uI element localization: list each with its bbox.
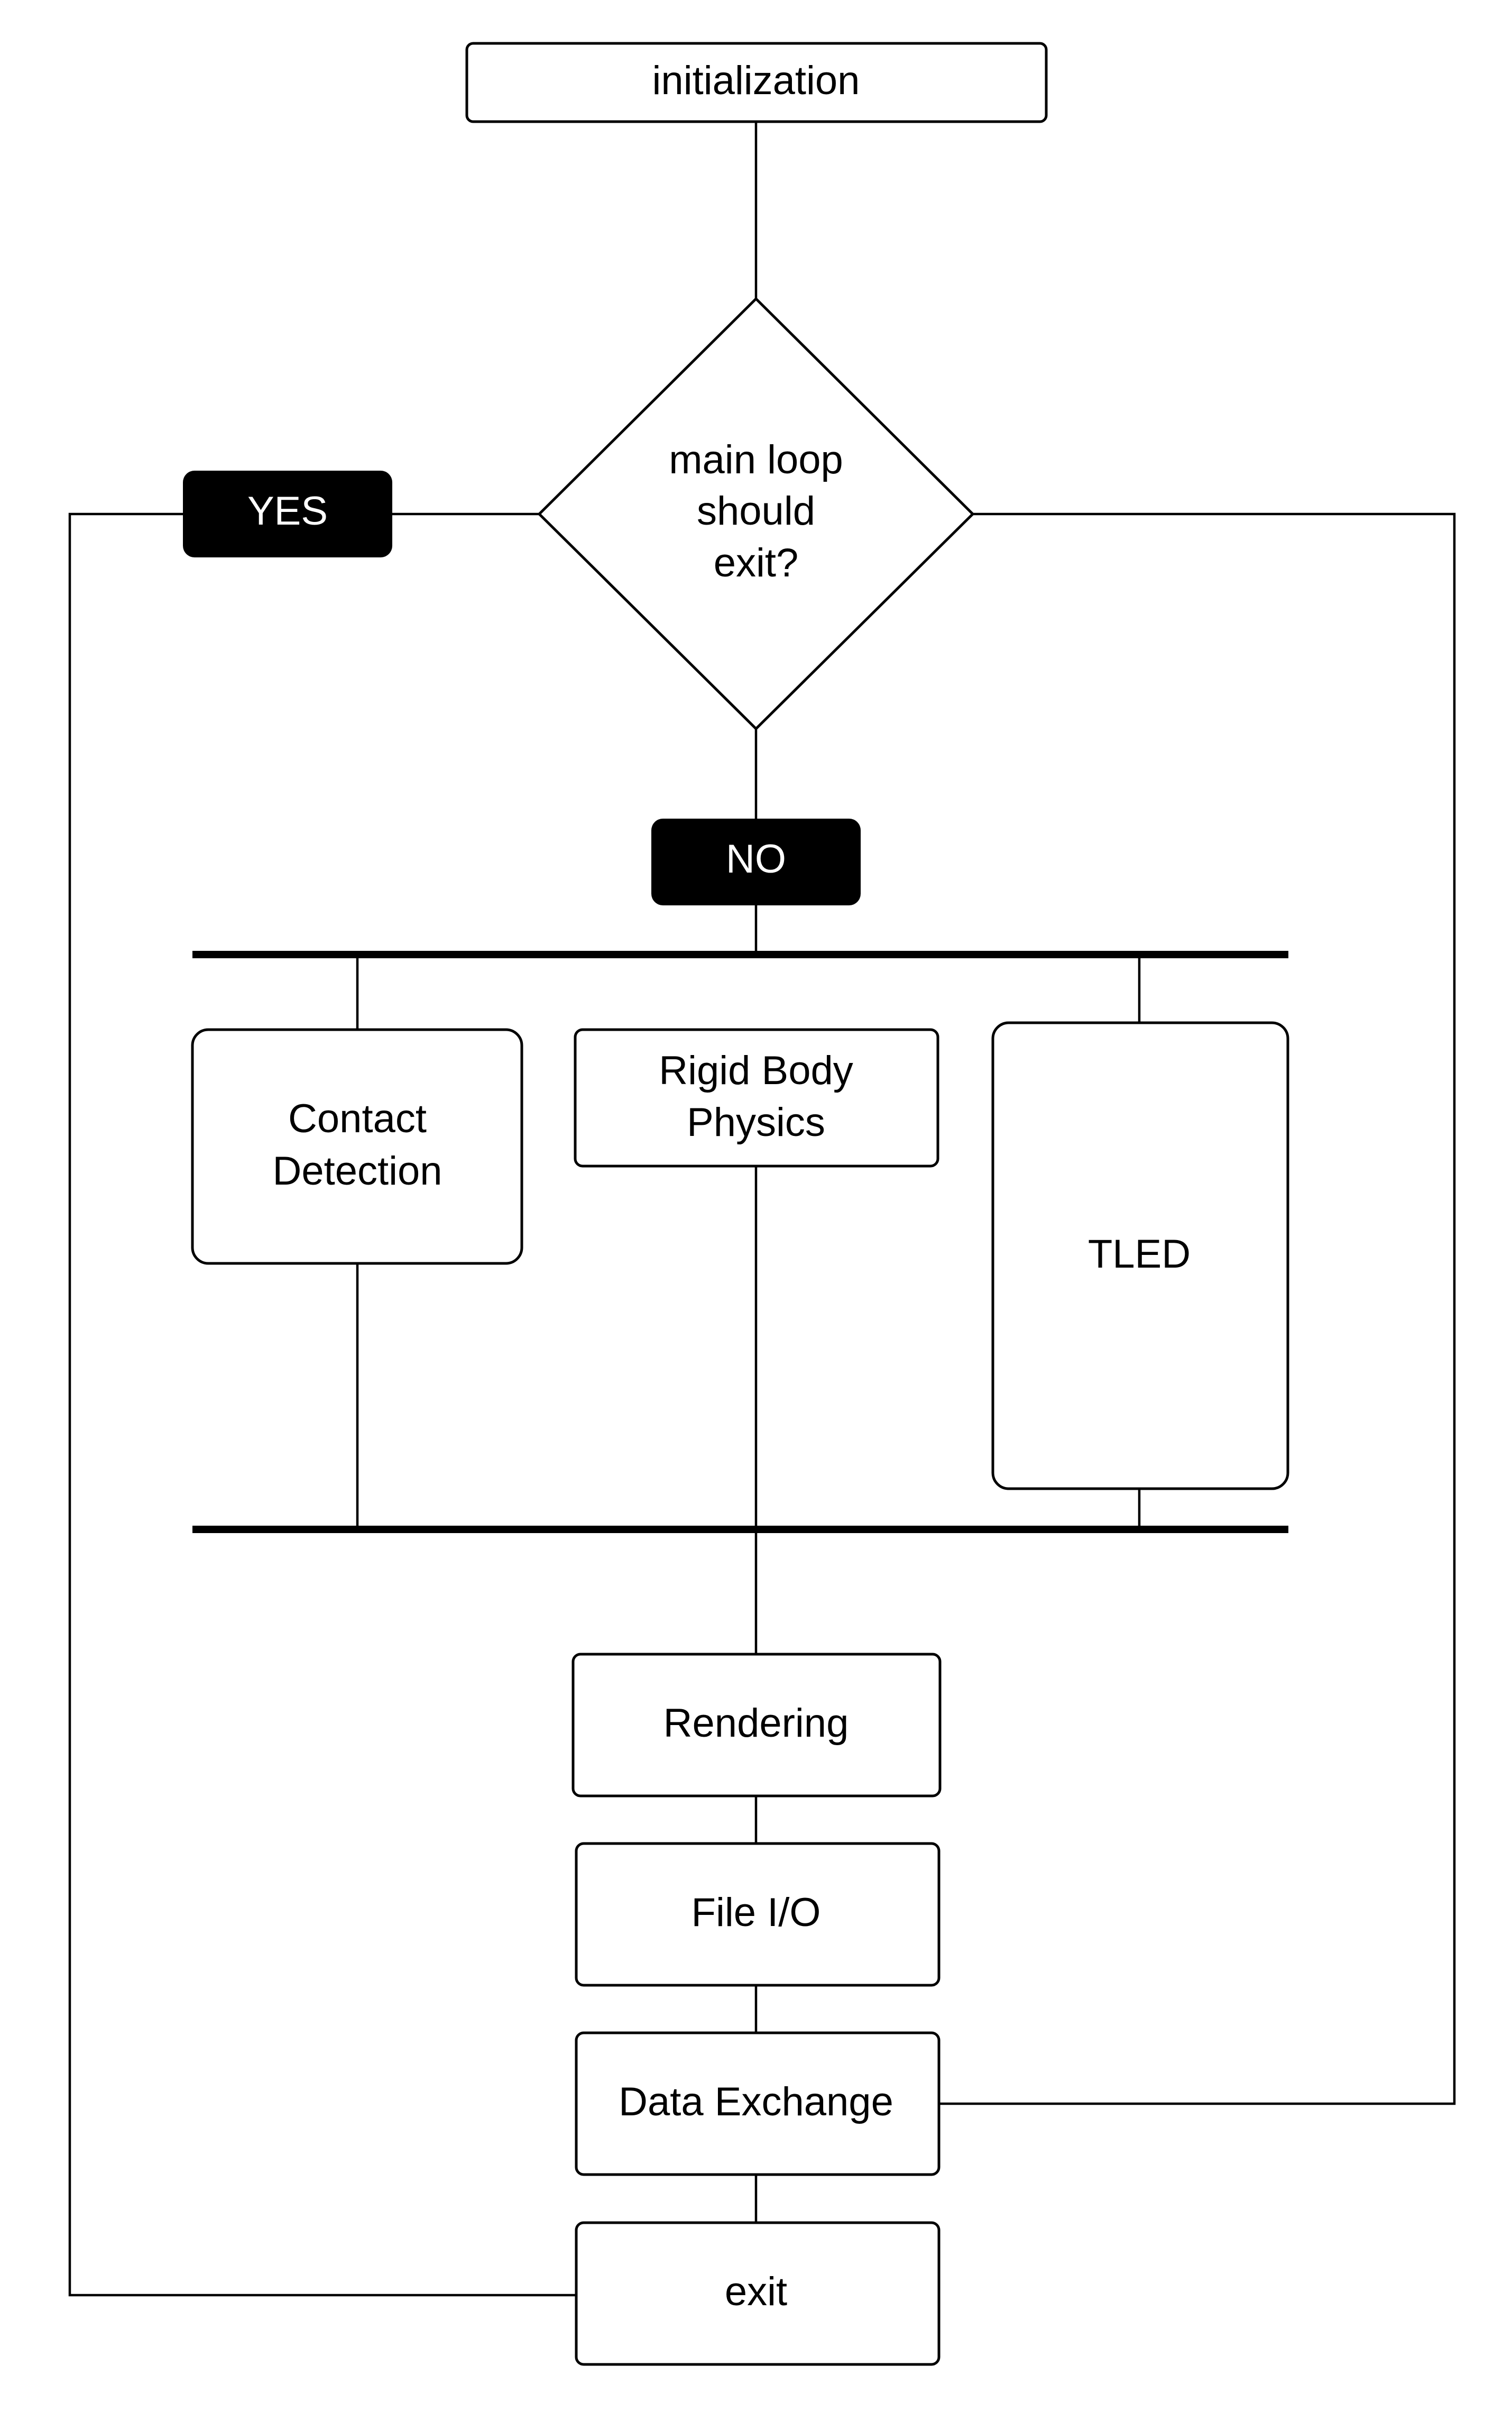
- exit-node: exit: [575, 2221, 941, 2366]
- rigid-body-physics-node: Rigid Body Physics: [574, 1028, 939, 1168]
- decision-label-line2: should: [697, 489, 815, 534]
- file-io-label: File I/O: [692, 1890, 821, 1935]
- tled-node: TLED: [991, 1021, 1289, 1490]
- yes-label: YES: [183, 471, 392, 557]
- data-exchange-label: Data Exchange: [619, 2079, 893, 2124]
- initialization-label: initialization: [652, 58, 860, 103]
- exit-label: exit: [725, 2269, 787, 2314]
- contact-detection-label-line1: Contact: [288, 1096, 427, 1141]
- contact-detection-label-line2: Detection: [272, 1149, 442, 1194]
- edge-yes-to-exit: [68, 512, 576, 2297]
- no-label: NO: [651, 819, 861, 905]
- rendering-label: Rendering: [663, 1701, 849, 1746]
- edge-loop-back: [939, 512, 1456, 2105]
- file-io-node: File I/O: [575, 1842, 941, 1987]
- rigid-body-physics-label-line2: Physics: [687, 1100, 825, 1145]
- rigid-body-physics-label-line1: Rigid Body: [659, 1048, 853, 1093]
- decision-node: main loop should exit?: [537, 297, 975, 731]
- no-label-text: NO: [726, 837, 786, 882]
- tled-label: TLED: [1088, 1232, 1191, 1277]
- data-exchange-node: Data Exchange: [575, 2031, 941, 2176]
- decision-label-line1: main loop: [669, 437, 843, 482]
- rendering-node: Rendering: [571, 1653, 942, 1798]
- yes-label-text: YES: [247, 489, 328, 534]
- decision-label-line3: exit?: [714, 540, 799, 585]
- initialization-node: initialization: [465, 42, 1048, 123]
- contact-detection-node: Contact Detection: [191, 1028, 523, 1265]
